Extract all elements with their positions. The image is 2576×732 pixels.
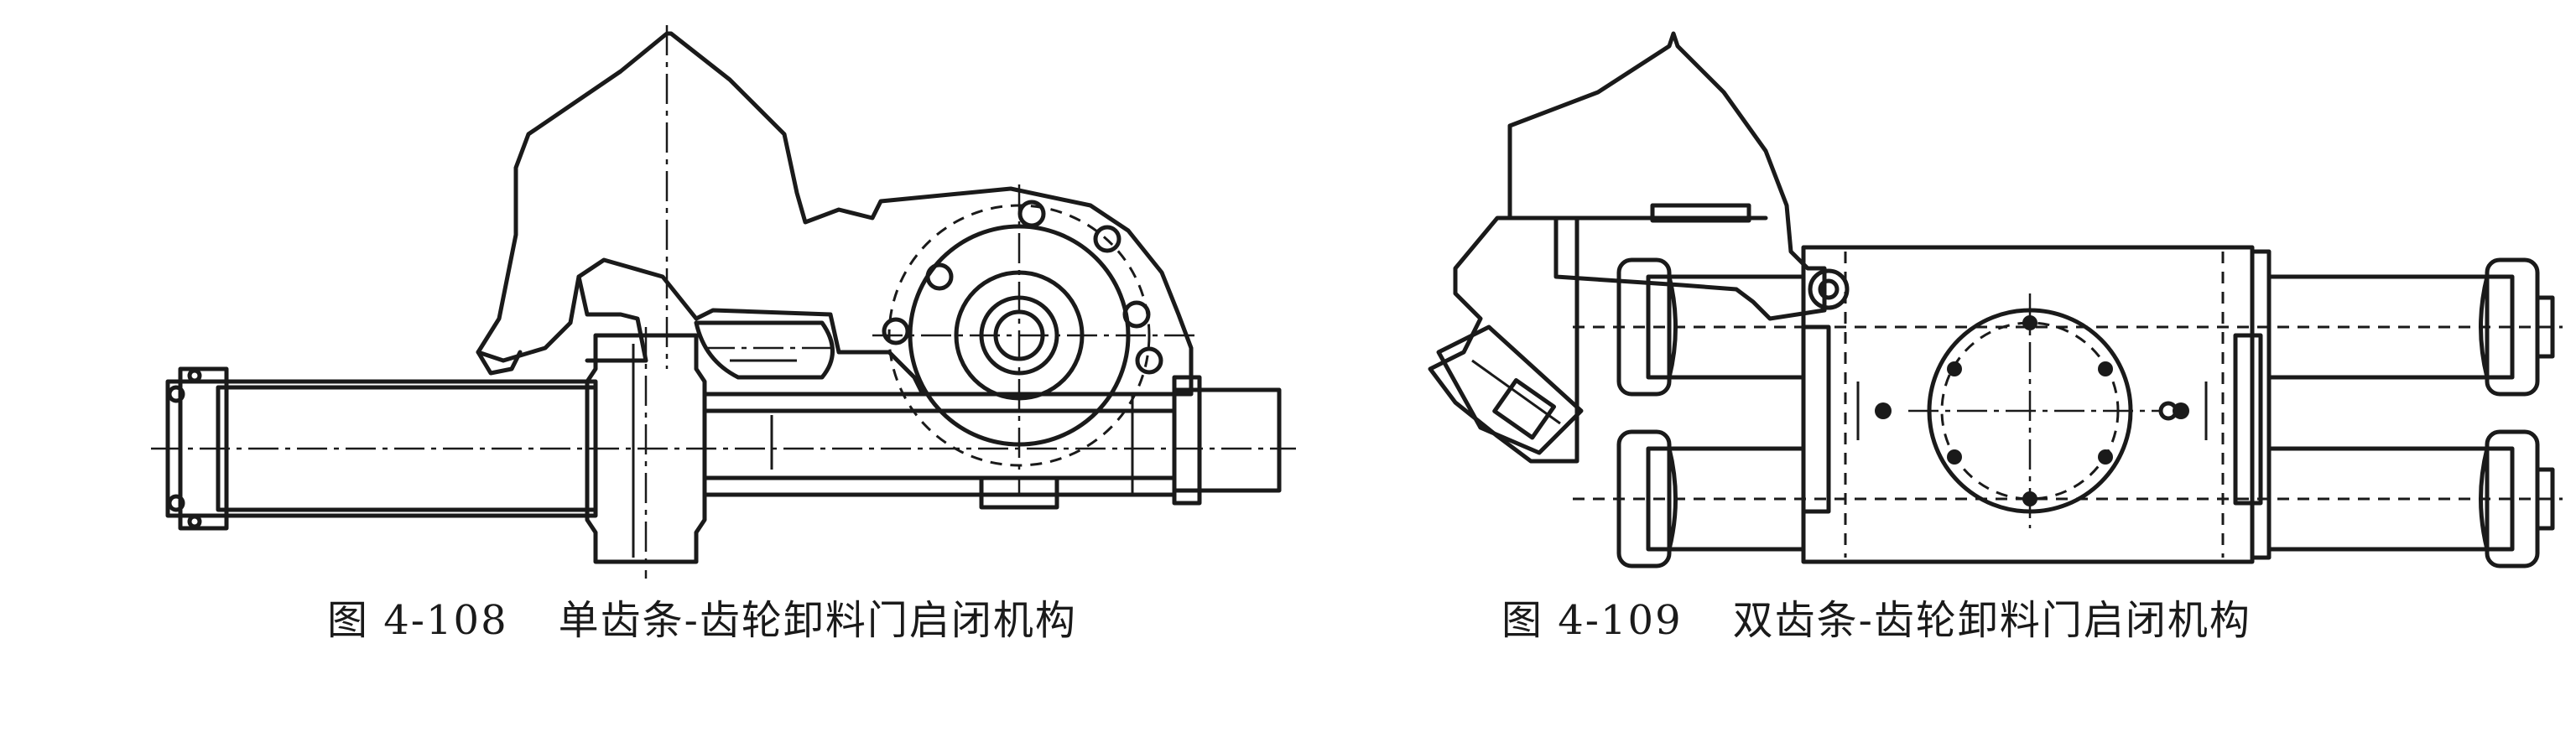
hopper-housing xyxy=(1428,31,1827,464)
fastener xyxy=(1808,268,1850,310)
hopper-lip xyxy=(576,274,648,363)
door-crescent xyxy=(694,320,835,380)
figure-caption: 图 4-109 双齿条-齿轮卸料门启闭机构 xyxy=(1501,587,2251,646)
hopper-housing xyxy=(476,31,1194,397)
bolt-hole xyxy=(882,317,910,345)
figure-4-109: 图 4-109 双齿条-齿轮卸料门启闭机构 xyxy=(1288,0,2576,732)
figure-caption: 图 4-108 单齿条-齿轮卸料门启闭机构 xyxy=(327,587,1077,646)
bolt-hole xyxy=(1093,225,1121,253)
rod-end xyxy=(1172,387,1282,493)
figure-number: 图 4-108 xyxy=(327,597,508,644)
discharge-chute xyxy=(1436,324,1584,455)
bolt-hole xyxy=(925,262,954,291)
bolt-hole xyxy=(1122,300,1151,329)
figure-title: 单齿条-齿轮卸料门启闭机构 xyxy=(558,597,1077,644)
figure-title: 双齿条-齿轮卸料门启闭机构 xyxy=(1732,597,2251,644)
single-rack-pinion-drawing xyxy=(151,25,1296,579)
figure-number: 图 4-109 xyxy=(1501,597,1683,644)
figure-4-108: 图 4-108 单齿条-齿轮卸料门启闭机构 xyxy=(151,25,1296,646)
hopper-corner xyxy=(476,350,523,376)
bolt-hole xyxy=(1135,346,1163,375)
double-rack-pinion-drawing xyxy=(1428,31,2563,568)
rack-teeth xyxy=(979,475,1059,510)
rack-block xyxy=(585,333,707,564)
